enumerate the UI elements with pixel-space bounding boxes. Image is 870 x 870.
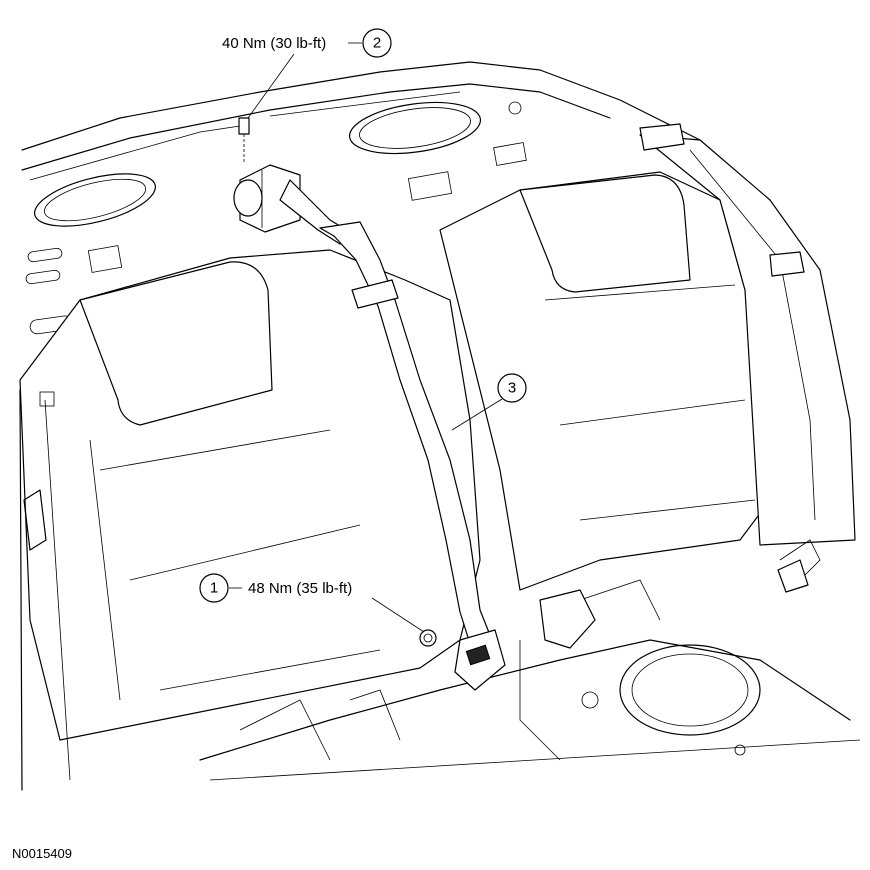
left-head-restraint [79, 261, 273, 426]
callout-1: 1 48 Nm (35 lb-ft) [199, 573, 425, 633]
right-seatback [439, 134, 856, 591]
callout-2: 40 Nm (30 lb-ft) 2 [222, 28, 392, 119]
callout-2-number: 2 [373, 35, 381, 52]
right-outboard-belt [539, 123, 809, 649]
upper-anchor-bolt [238, 117, 250, 162]
right-speaker-opening [348, 101, 482, 155]
belt-guide-clip [351, 279, 399, 309]
callout-1-label: 48 Nm (35 lb-ft) [248, 580, 352, 597]
center-seat-belt [233, 117, 506, 691]
callout-3: 3 [451, 373, 527, 431]
left-seatback [19, 249, 481, 791]
right-head-restraint [519, 174, 691, 293]
callout-3-number: 3 [508, 380, 516, 397]
callout-1-number: 1 [210, 580, 218, 597]
figure-id: N0015409 [12, 846, 72, 861]
lower-anchor-bolt [419, 629, 437, 647]
spare-wheel-well [619, 644, 761, 736]
floor-pan [199, 539, 861, 781]
callout-2-label: 40 Nm (30 lb-ft) [222, 35, 326, 52]
left-speaker-opening [34, 173, 156, 227]
